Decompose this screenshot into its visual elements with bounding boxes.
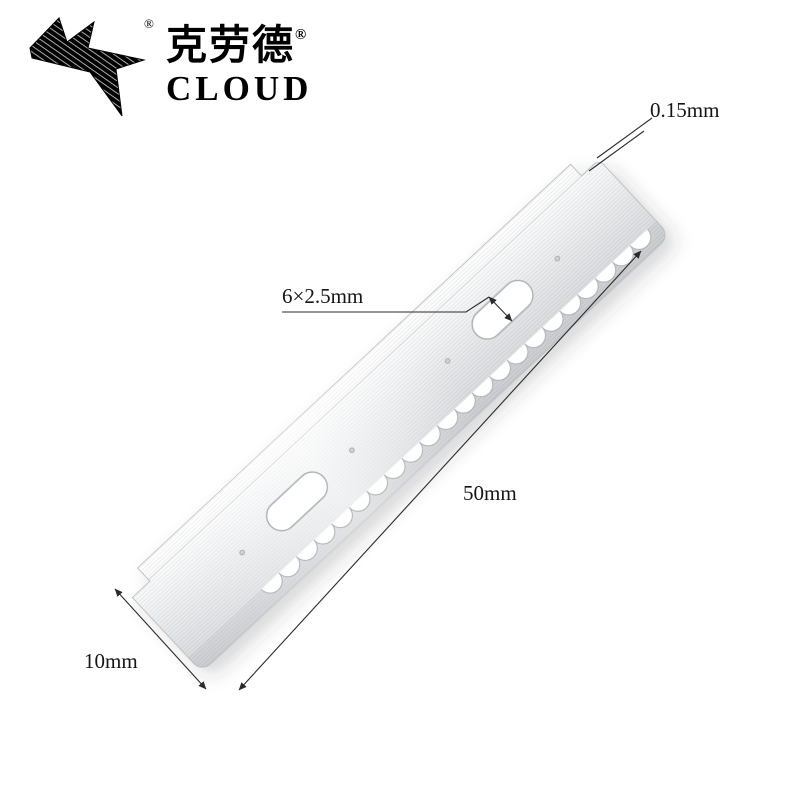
brand-text: 克劳德® CLOUD	[166, 16, 312, 109]
length-label: 50mm	[463, 481, 517, 505]
metal-sheen-highlight	[120, 147, 670, 673]
swallow-bird-icon	[29, 17, 146, 117]
length-dimension: 50mm	[238, 250, 642, 691]
registered-mark-icon: ®	[144, 16, 154, 31]
razor-blade	[120, 147, 670, 673]
length-arrow	[238, 250, 642, 691]
dimension-annotations: 0.15mm 6×2.5mm 50mm 10mm	[84, 98, 719, 691]
blade-surface-details	[120, 147, 670, 673]
swallow-bird-shape	[29, 17, 146, 117]
brand-name-cn: 克劳德	[166, 22, 295, 68]
thickness-leader-line-1	[596, 117, 653, 159]
slot-label: 6×2.5mm	[282, 284, 363, 308]
logo-icon-wrap: ®	[26, 16, 154, 120]
thickness-label: 0.15mm	[650, 98, 719, 122]
thickness-leader-line-2	[588, 130, 645, 172]
registered-mark-icon: ®	[295, 27, 307, 43]
width-label: 10mm	[84, 649, 138, 673]
width-dimension: 10mm	[84, 588, 207, 690]
width-arrow	[114, 588, 207, 690]
brand-name-cn-row: 克劳德®	[166, 22, 312, 68]
brand-name-en: CLOUD	[166, 69, 313, 109]
brand-logo: ® 克劳德® CLOUD	[26, 16, 312, 120]
thickness-dimension: 0.15mm	[588, 98, 719, 172]
